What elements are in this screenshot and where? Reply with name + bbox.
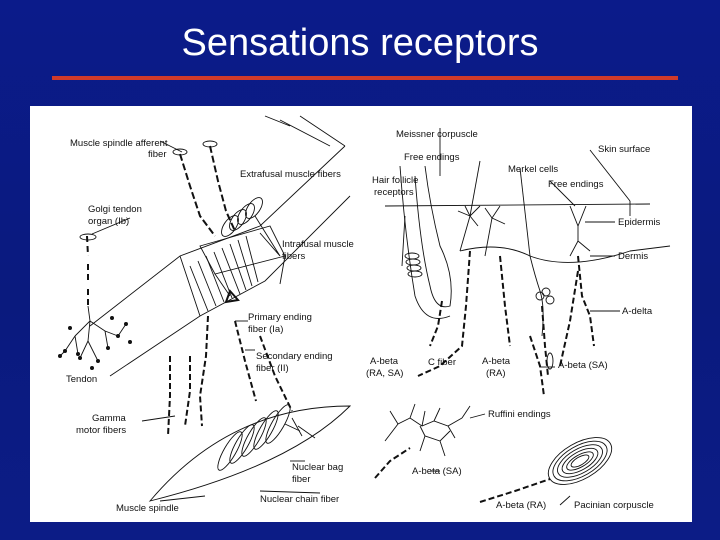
label-a-beta-ra-2: (RA) [486, 368, 506, 379]
label-free-endings-right: Free endings [548, 179, 604, 190]
label-a-beta-ra-sa: A-beta [370, 356, 399, 367]
label-secondary-ending: Secondary ending [256, 351, 333, 362]
label-nuclear-chain: Nuclear chain fiber [260, 494, 339, 505]
label-hair-follicle-2: receptors [374, 187, 414, 198]
label-muscle-spindle-afferent: Muscle spindle afferent [70, 138, 168, 149]
label-extrafusal: Extrafusal muscle fibers [240, 169, 341, 180]
label-merkel: Merkel cells [508, 164, 558, 175]
label-a-beta-sa-bottom: A-beta (SA) [412, 466, 462, 477]
label-a-delta: A-delta [622, 306, 653, 317]
label-intrafusal: Intrafusal muscle [282, 239, 354, 250]
label-skin-surface: Skin surface [598, 144, 650, 155]
label-secondary-ending-2: fiber (II) [256, 363, 289, 374]
label-primary-ending-2: fiber (Ia) [248, 324, 283, 335]
label-ruffini: Ruffini endings [488, 409, 551, 420]
slide-title: Sensations receptors [181, 22, 539, 64]
label-epidermis: Epidermis [618, 217, 660, 228]
label-intrafusal-2: fibers [282, 251, 305, 262]
receptor-diagram: Muscle spindle afferent fiber Extrafusal… [30, 106, 692, 522]
label-meissner: Meissner corpuscle [396, 129, 478, 140]
label-tendon: Tendon [66, 374, 97, 385]
label-golgi-2: organ (Ib) [88, 216, 129, 227]
label-dermis: Dermis [618, 251, 648, 262]
label-muscle-spindle: Muscle spindle [116, 503, 179, 514]
receptor-illustration: Muscle spindle afferent fiber Extrafusal… [58, 115, 671, 514]
label-a-beta-ra-sa-2: (RA, SA) [366, 368, 403, 379]
label-primary-ending: Primary ending [248, 312, 312, 323]
label-a-beta-ra-bottom: A-beta (RA) [496, 500, 546, 511]
label-hair-follicle: Hair follicle [372, 175, 418, 186]
figure-labels: Muscle spindle afferent fiber Extrafusal… [66, 129, 660, 514]
label-golgi: Golgi tendon [88, 204, 142, 215]
label-a-beta-ra: A-beta [482, 356, 511, 367]
leader-lines [91, 128, 631, 506]
label-nuclear-bag-2: fiber [292, 474, 310, 485]
label-a-beta-sa-right: A-beta (SA) [558, 360, 608, 371]
label-gamma: Gamma [92, 413, 127, 424]
label-free-endings-top: Free endings [404, 152, 460, 163]
muscle-drawing [58, 115, 352, 502]
label-nuclear-bag: Nuclear bag [292, 462, 343, 473]
label-gamma-2: motor fibers [76, 425, 126, 436]
label-pacinian: Pacinian corpuscle [574, 500, 654, 511]
title-divider [52, 76, 678, 80]
label-muscle-spindle-afferent-2: fiber [148, 149, 166, 160]
label-c-fiber: C fiber [428, 357, 456, 368]
